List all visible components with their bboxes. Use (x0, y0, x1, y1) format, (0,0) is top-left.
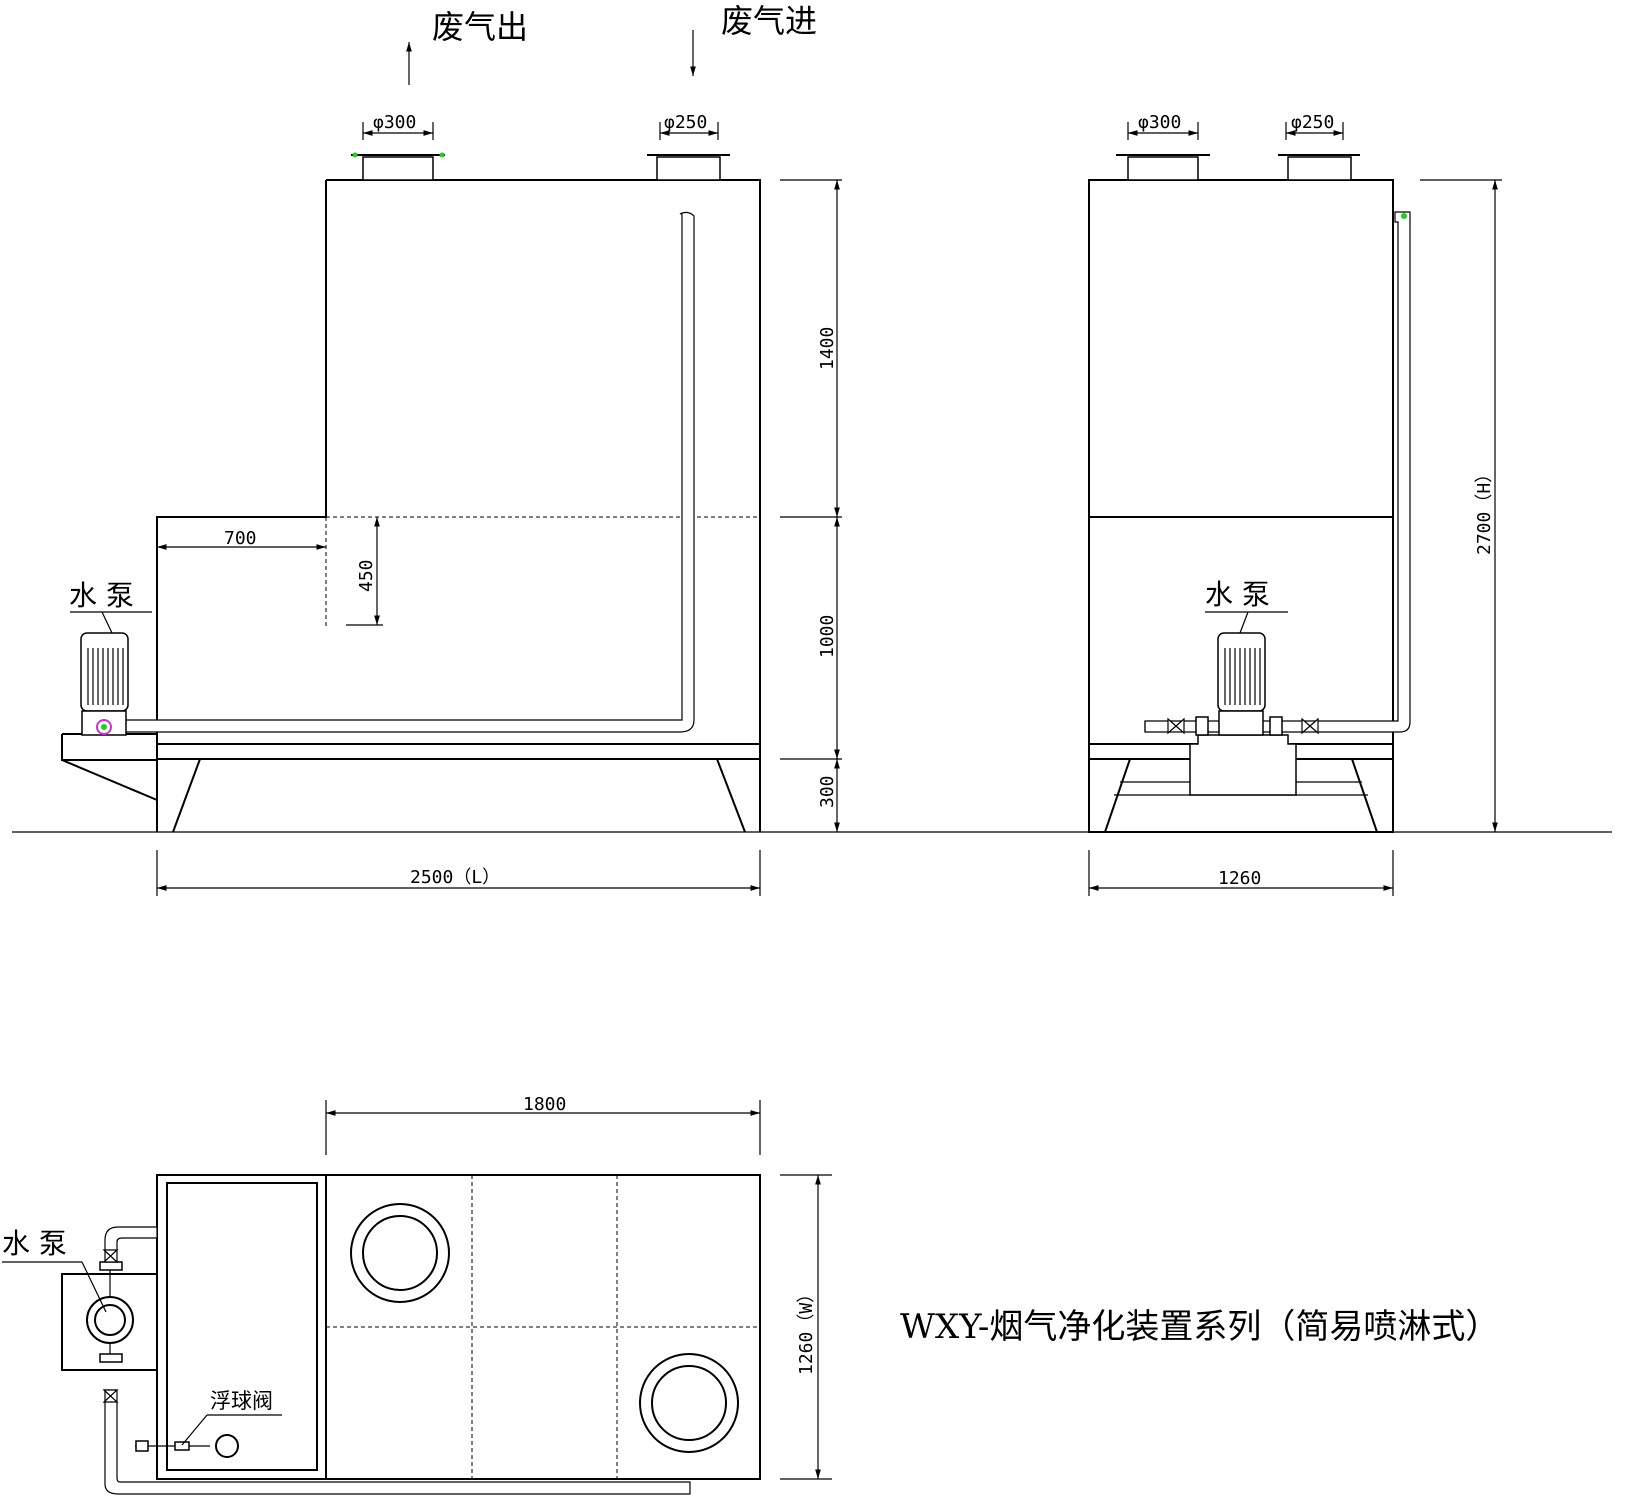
dim-700: 700 (157, 528, 326, 550)
gas-out-label: 废气出 (432, 8, 528, 46)
dim-d250-front: φ250 (659, 112, 719, 140)
side-pump-base (1189, 734, 1297, 796)
dim-d300-front: φ300 (362, 112, 434, 140)
plan-valves (102, 1249, 119, 1403)
pump-bracket (61, 733, 158, 801)
d300-front-text: φ300 (373, 112, 416, 133)
gas-in-label: 废气进 (721, 2, 817, 40)
manhole-bottom-right (639, 1353, 739, 1453)
dim-height: 2700（H） (1420, 179, 1502, 832)
front-leg-right (716, 758, 746, 833)
side-outlet-flange (1116, 154, 1210, 181)
length-text: 2500（L） (410, 867, 500, 888)
d300-side-text: φ300 (1138, 112, 1181, 133)
plan-view: 浮球阀 水 泵 1800 1260（W） (2, 1094, 832, 1495)
front-body-outline (156, 179, 761, 832)
side-riser-pipe (1144, 211, 1411, 733)
width-side-text: 1260 (1218, 868, 1261, 889)
side-pump-label: 水 泵 (1205, 578, 1270, 611)
side-valve-right (1301, 717, 1319, 735)
dim-1800: 1800 (325, 1094, 761, 1155)
height-text: 2700（H） (1474, 465, 1495, 555)
d1800-text: 1800 (523, 1094, 566, 1115)
plan-pipe-top (104, 1226, 158, 1263)
front-leg-left (172, 758, 201, 833)
d250-front-text: φ250 (664, 112, 707, 133)
front-elevation: 废气出 废气进 水 泵 φ300 φ250 1400 (12, 2, 1612, 896)
d1400-text: 1400 (817, 327, 838, 370)
side-body (1088, 179, 1394, 833)
float-valve-label: 浮球阀 (210, 1389, 273, 1413)
d300h-text: 300 (817, 775, 838, 808)
dim-d300-side: φ300 (1127, 112, 1199, 140)
drawing-title: WXY-烟气净化装置系列（简易喷淋式） (900, 1307, 1499, 1347)
side-pump (1217, 632, 1266, 736)
plan-pump-label: 水 泵 (2, 1227, 67, 1260)
dim-length: 2500（L） (156, 850, 761, 896)
d1000-text: 1000 (817, 615, 838, 658)
plan-pipe-bottom (104, 1389, 691, 1495)
d450-text: 450 (356, 559, 377, 592)
spray-pipe (107, 211, 695, 733)
dim-width-plan: 1260（W） (780, 1174, 832, 1480)
side-elevation: 水 泵 φ300 φ250 2700（H） 1260 (1088, 112, 1502, 896)
width-plan-text: 1260（W） (796, 1285, 817, 1375)
plan-pump-tank (166, 1182, 318, 1471)
dim-450: 450 (346, 517, 383, 626)
d700-text: 700 (224, 528, 257, 549)
d250-side-text: φ250 (1291, 112, 1334, 133)
dim-vertical-front: 1400 1000 300 (780, 179, 842, 832)
front-pump-label: 水 泵 (69, 579, 134, 612)
front-pump (80, 632, 129, 736)
inlet-flange (647, 154, 730, 181)
float-valve (135, 1434, 239, 1458)
dim-width-side: 1260 (1088, 850, 1394, 896)
dim-d250-side: φ250 (1285, 112, 1344, 140)
outlet-flange (351, 152, 445, 181)
side-valve-left (1167, 717, 1185, 735)
side-inlet-flange (1278, 154, 1360, 181)
plan-pump (86, 1261, 134, 1363)
manhole-top-left (350, 1203, 450, 1303)
